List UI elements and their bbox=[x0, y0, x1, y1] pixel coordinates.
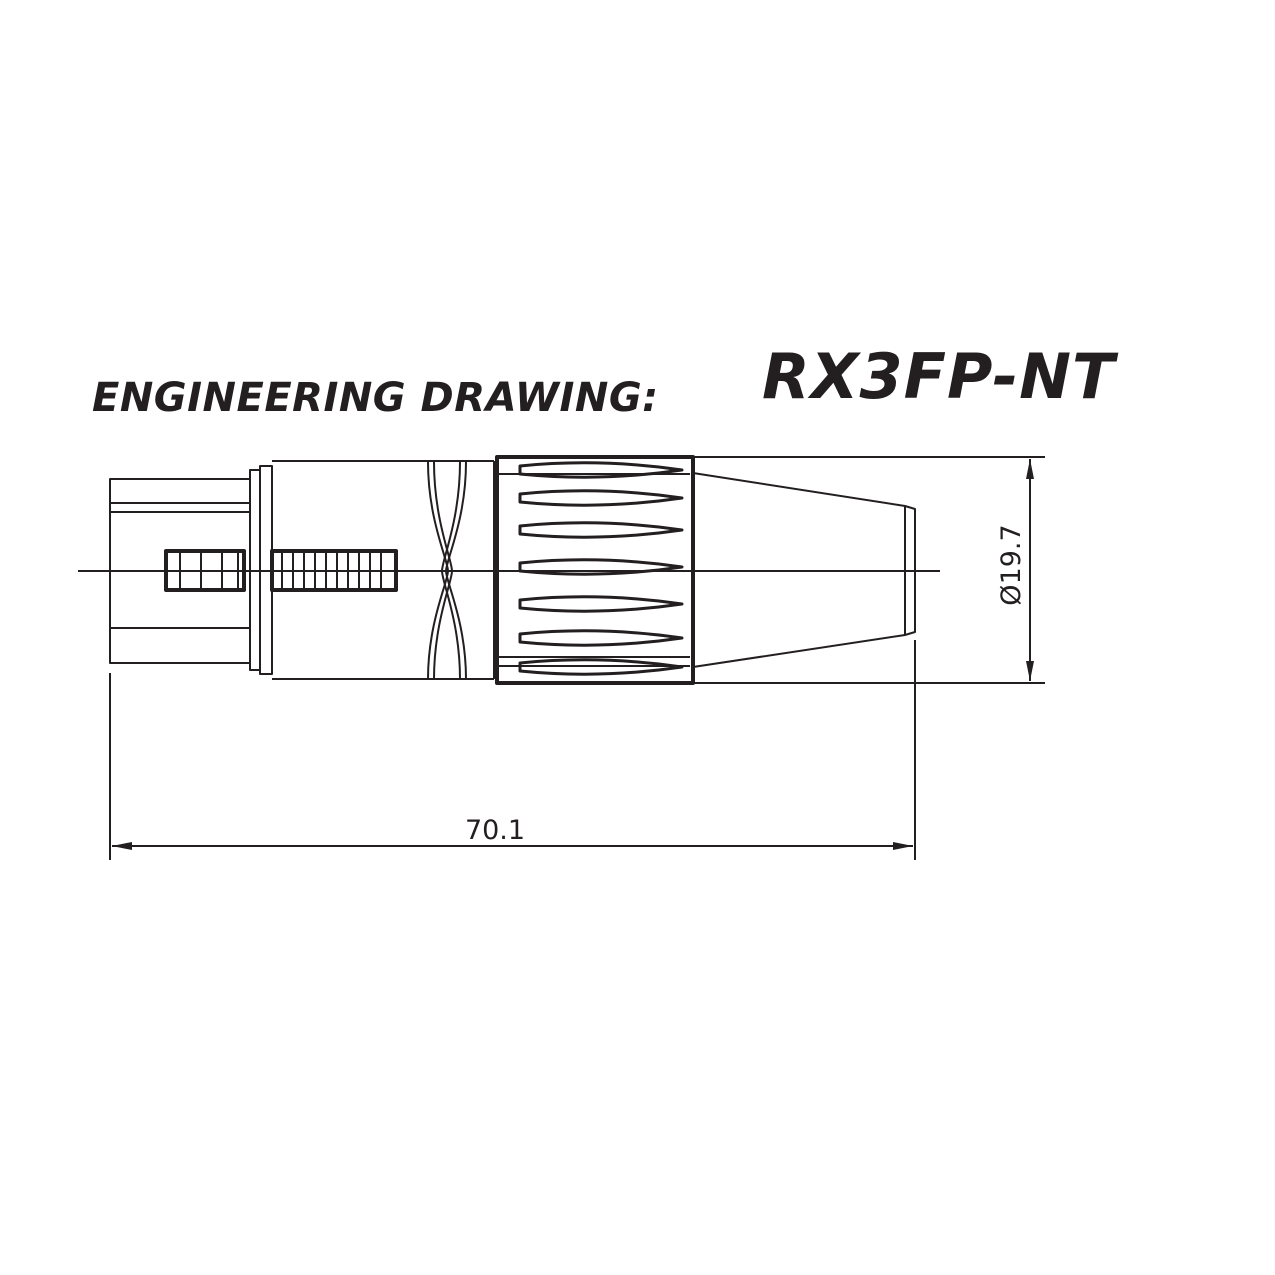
model-number: RX3FP-NT bbox=[762, 340, 1116, 413]
length-label: 70.1 bbox=[465, 815, 525, 846]
length-dimension bbox=[109, 640, 916, 860]
diameter-label: Ø19.7 bbox=[996, 524, 1027, 605]
drawing-heading: ENGINEERING DRAWING: bbox=[92, 375, 659, 421]
diameter-dimension bbox=[693, 456, 1045, 684]
